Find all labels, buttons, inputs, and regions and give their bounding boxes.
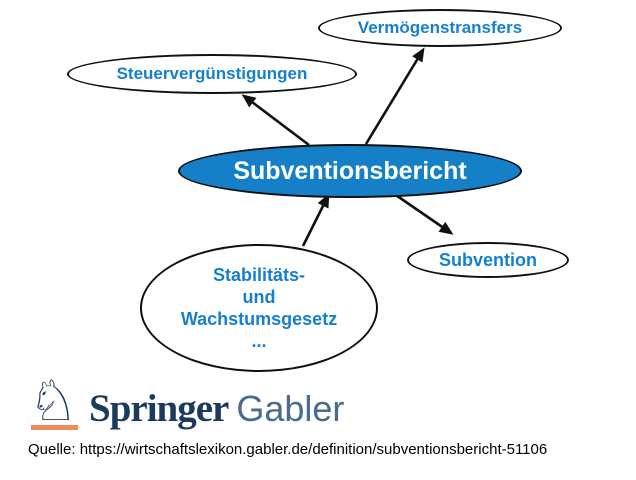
node-stabilitaets-wachstumsgesetz[interactable]: Stabilitäts- und Wachstumsgesetz ... bbox=[140, 244, 378, 372]
node-label: Subventionsbericht bbox=[233, 156, 467, 185]
arrow-from-stabilitaets bbox=[301, 193, 330, 247]
arrow-to-subvention bbox=[389, 189, 454, 235]
arrow-to-steuerverguenstigungen bbox=[241, 94, 310, 147]
node-label-line: ... bbox=[251, 331, 267, 351]
node-label: Vermögenstransfers bbox=[357, 18, 523, 37]
node-label: Steuervergünstigungen bbox=[116, 64, 308, 83]
node-label: Subvention bbox=[439, 249, 537, 270]
logo-gabler-wordmark: Gabler bbox=[236, 388, 345, 429]
source-url: https://wirtschaftslexikon.gabler.de/def… bbox=[79, 441, 548, 458]
arrow-to-vermoegenstransfers bbox=[364, 47, 425, 145]
node-label-line: Wachstumsgesetz bbox=[180, 309, 338, 329]
source-label: Quelle: bbox=[28, 441, 76, 458]
node-label-line: Stabilitäts- bbox=[212, 265, 305, 285]
publisher-logo: Springer Gabler bbox=[89, 386, 344, 431]
node-label-line: und bbox=[242, 287, 276, 307]
node-vermoegenstransfers[interactable]: Vermögenstransfers bbox=[318, 9, 562, 47]
source-caption: Quelle: https://wirtschaftslexikon.gable… bbox=[28, 441, 547, 458]
chess-knight-icon: ♘ bbox=[28, 369, 79, 434]
logo-accent-bar bbox=[31, 425, 78, 430]
node-steuerverguenstigungen[interactable]: Steuervergünstigungen bbox=[67, 54, 357, 94]
node-subvention[interactable]: Subvention bbox=[407, 242, 569, 278]
logo-springer-wordmark: Springer bbox=[89, 387, 229, 430]
node-subventionsbericht[interactable]: Subventionsbericht bbox=[178, 144, 522, 198]
